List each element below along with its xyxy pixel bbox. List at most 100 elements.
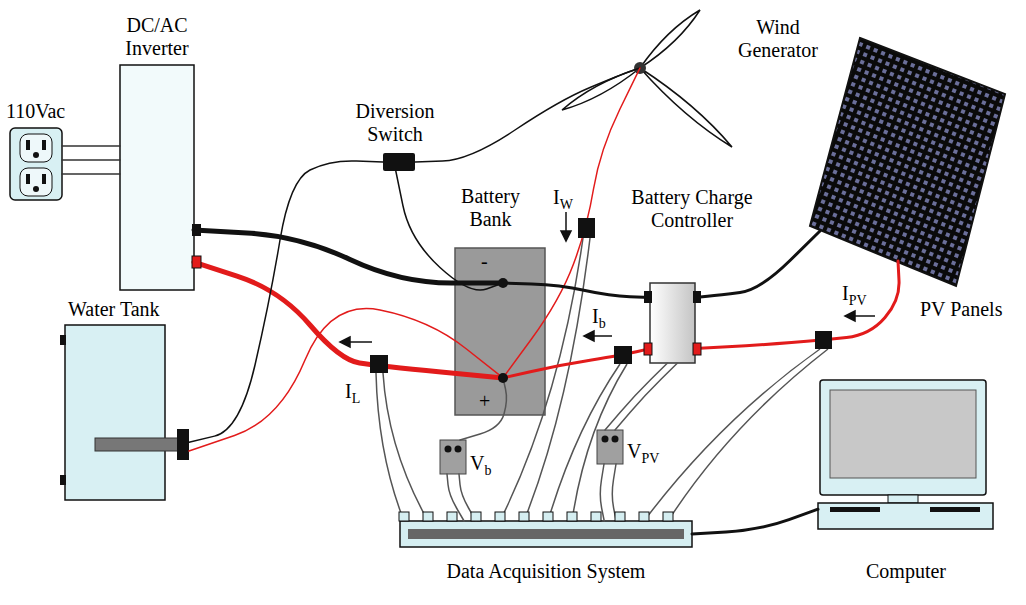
arrow-head [584, 331, 594, 341]
node-label: Vb [470, 452, 491, 482]
daq-port [639, 512, 649, 521]
wire [415, 68, 640, 162]
daq-body [400, 521, 692, 547]
socket-slot [26, 140, 30, 150]
wire [503, 283, 650, 297]
voltage-sensor: VPV [597, 430, 623, 464]
current-arrows [340, 212, 875, 347]
screen [830, 390, 976, 478]
socket-ground [33, 186, 39, 192]
wire [62, 146, 120, 174]
switch-body [383, 153, 415, 171]
water-tank-shape [65, 325, 189, 500]
voltage-sensor-shape [597, 430, 623, 464]
current-sensor [614, 346, 632, 364]
arrow-head [340, 337, 350, 347]
turbine-blade [562, 68, 640, 110]
heater-cap [177, 429, 189, 460]
charge-controller: Battery Charge Controller [650, 283, 695, 363]
sensor-pin [612, 436, 619, 443]
wind-generator: Wind Generator [560, 5, 740, 153]
turbine-blade [640, 10, 700, 68]
wire [460, 378, 506, 440]
current-arrow [593, 335, 612, 337]
current-label: IPV [842, 282, 867, 312]
daq-port [495, 512, 505, 521]
diversion-switch-shape [383, 153, 415, 171]
voltage-sensor-shape [440, 440, 466, 474]
battery-bank: Battery Bank-+ [455, 248, 545, 415]
outlet-plate [10, 128, 62, 200]
controller-terminal [693, 343, 701, 355]
current-label: Ib [592, 305, 606, 335]
controller-body [650, 283, 695, 363]
battery-terminal [498, 373, 508, 383]
socket [20, 134, 52, 162]
inverter-terminal [192, 224, 201, 236]
node-label: Battery Charge Controller [612, 186, 772, 232]
current-sensor [578, 218, 595, 238]
wire [605, 363, 678, 430]
current-sensor [815, 331, 832, 349]
arrow-head [845, 311, 855, 321]
pv-panel-surface [810, 38, 1005, 286]
wire [600, 464, 616, 521]
sensor-wire [668, 349, 828, 521]
controller-terminal [644, 343, 652, 355]
terminal-sign: + [479, 390, 490, 413]
sensor-wire [572, 364, 627, 521]
base-strip [830, 507, 880, 512]
wire [189, 309, 503, 451]
sensor-wire [500, 238, 583, 521]
current-arrow [565, 212, 567, 232]
ac-outlet: 110Vac [10, 128, 62, 200]
inverter-box-shape [120, 65, 194, 290]
current-arrow [854, 315, 875, 317]
daq-port [663, 512, 673, 521]
computer-base [818, 503, 993, 529]
diversion-switch: Diversion Switch [383, 153, 415, 171]
current-label: IL [345, 380, 360, 410]
node-label: Battery Bank [448, 185, 533, 231]
terminal-sign: - [481, 250, 488, 273]
sensor-pin [445, 446, 452, 453]
daq-port [519, 512, 529, 521]
node-label: PV Panels [920, 298, 1002, 321]
socket [20, 168, 52, 196]
sensor-wire [383, 373, 428, 521]
base-strip [930, 507, 980, 512]
wire [692, 509, 818, 534]
wire [396, 171, 503, 290]
sensor-wire [644, 349, 820, 521]
daq-slot [408, 529, 684, 539]
turbine-blade [640, 68, 732, 147]
current-label: IW [553, 186, 573, 216]
wire [194, 262, 503, 378]
inverter-body [120, 65, 194, 290]
wind-generator-shape [560, 5, 740, 153]
node-label: Diversion Switch [340, 100, 450, 146]
daq-port [543, 512, 553, 521]
ac-outlet-shape [10, 128, 62, 200]
socket-ground [33, 152, 39, 158]
battery-bank-shape [455, 248, 545, 415]
node-label: DC/AC Inverter [112, 14, 202, 60]
computer-shape [818, 380, 993, 532]
daq-port [615, 512, 625, 521]
daq-unit-shape [400, 521, 692, 547]
current-arrow [349, 341, 372, 343]
sensor-pin [455, 446, 462, 453]
monitor-neck [888, 495, 918, 503]
node-label: Data Acquisition System [396, 560, 696, 583]
daq-unit: Data Acquisition System [400, 521, 692, 547]
socket-slot [42, 140, 46, 150]
daq-port [423, 512, 433, 521]
node-label: 110Vac [6, 100, 65, 123]
sensor-body [597, 430, 623, 464]
daq-port [447, 512, 457, 521]
sensor-pin [602, 436, 609, 443]
wire [695, 261, 899, 349]
daq-port [399, 512, 409, 521]
pv-panel: PV Panels [808, 36, 1008, 288]
